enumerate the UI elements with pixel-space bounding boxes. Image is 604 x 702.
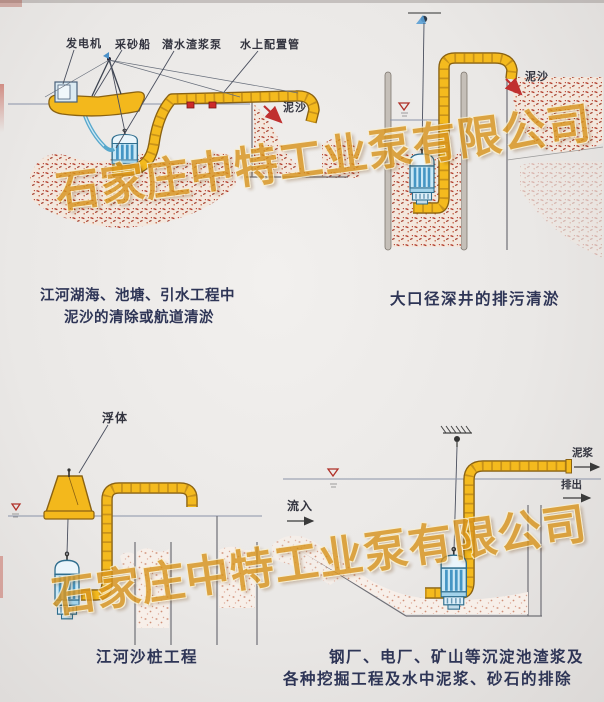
photo-edge-shadow-top [0, 0, 604, 3]
label-float: 浮体 [102, 411, 129, 425]
generator-panel [57, 84, 71, 100]
pit-sediment [254, 104, 312, 174]
label-surface-pipe: 水上配置管 [240, 38, 300, 51]
pump-cable [66, 518, 69, 555]
derrick-flag [103, 52, 109, 59]
water-level-mark [397, 102, 411, 112]
pipe-float-marker [186, 101, 195, 109]
hoist-pulley [454, 436, 460, 442]
sediment-arrow [504, 77, 523, 96]
label-submersible-pump: 潜水渣浆泵 [162, 38, 222, 51]
riverbed-sediment [30, 152, 236, 228]
float-body [45, 475, 93, 513]
caption-deep-well: 大口径深井的排污清淤 [390, 290, 561, 308]
shore-sediment [322, 137, 360, 178]
pipe-outlet-flange [565, 459, 572, 474]
pipe-float-marker [208, 101, 217, 109]
deep-well-diagram [384, 12, 604, 258]
label-sediment-well: 泥沙 [525, 70, 549, 83]
pump-cable [421, 22, 425, 151]
pile-sand [120, 552, 134, 588]
label-leader-line [78, 424, 109, 474]
photo-edge-mark-upper [0, 84, 4, 132]
caption-sed-tank-line1: 钢厂、电厂、矿山等沉淀池渣浆及 [329, 648, 585, 666]
rig-mark [416, 15, 426, 24]
label-inflow: 流入 [287, 499, 314, 513]
pile-sand [137, 548, 169, 628]
water-level-mark [10, 503, 22, 512]
anchor-point [440, 425, 472, 434]
label-discharge: 排出 [561, 479, 582, 491]
sand-pile-diagram [8, 424, 262, 645]
label-sand-boat: 采砂船 [115, 38, 151, 51]
float-base [43, 510, 95, 520]
label-slurry-out: 泥浆 [572, 447, 593, 459]
shore-line [506, 146, 604, 161]
caption-sand-pile: 江河沙桩工程 [96, 648, 199, 666]
submersible-pump [408, 145, 436, 206]
pump-cable [453, 446, 458, 551]
label-leader-lines [62, 49, 259, 149]
guy-wire [44, 59, 110, 98]
well-casing-right [460, 71, 468, 251]
caption-dredging-line2: 泥沙的清除或航道清淤 [64, 310, 214, 326]
photo-edge-mark-lower [0, 556, 3, 598]
submersible-pump [53, 550, 81, 621]
well-casing-left [384, 71, 392, 251]
water-level-mark [326, 468, 340, 478]
inflow-sediment [272, 535, 350, 585]
guy-wire [108, 59, 299, 94]
submersible-pump [439, 546, 468, 611]
scattered-sediment [520, 160, 603, 258]
caption-dredging-line1: 江河湖海、池塘、引水工程中 [40, 288, 235, 304]
float-detail [68, 476, 79, 506]
dredging-diagram [8, 49, 360, 228]
label-generator: 发电机 [66, 37, 102, 50]
caption-sed-tank-line2: 各种挖掘工程及水中泥浆、砂石的排除 [283, 670, 573, 688]
pile-sand [219, 546, 255, 608]
sedimentation-tank-diagram [272, 425, 601, 617]
sediment-arrow [263, 105, 283, 124]
photo-corner-mark [0, 0, 22, 7]
label-sediment-dredging: 泥沙 [283, 101, 307, 114]
float-hook-eye [67, 468, 71, 472]
guy-wire [108, 59, 241, 98]
pump-cable [109, 60, 126, 133]
tank-sludge [297, 546, 528, 614]
pit-sediment [512, 77, 603, 153]
discharge-pipe [81, 488, 192, 595]
